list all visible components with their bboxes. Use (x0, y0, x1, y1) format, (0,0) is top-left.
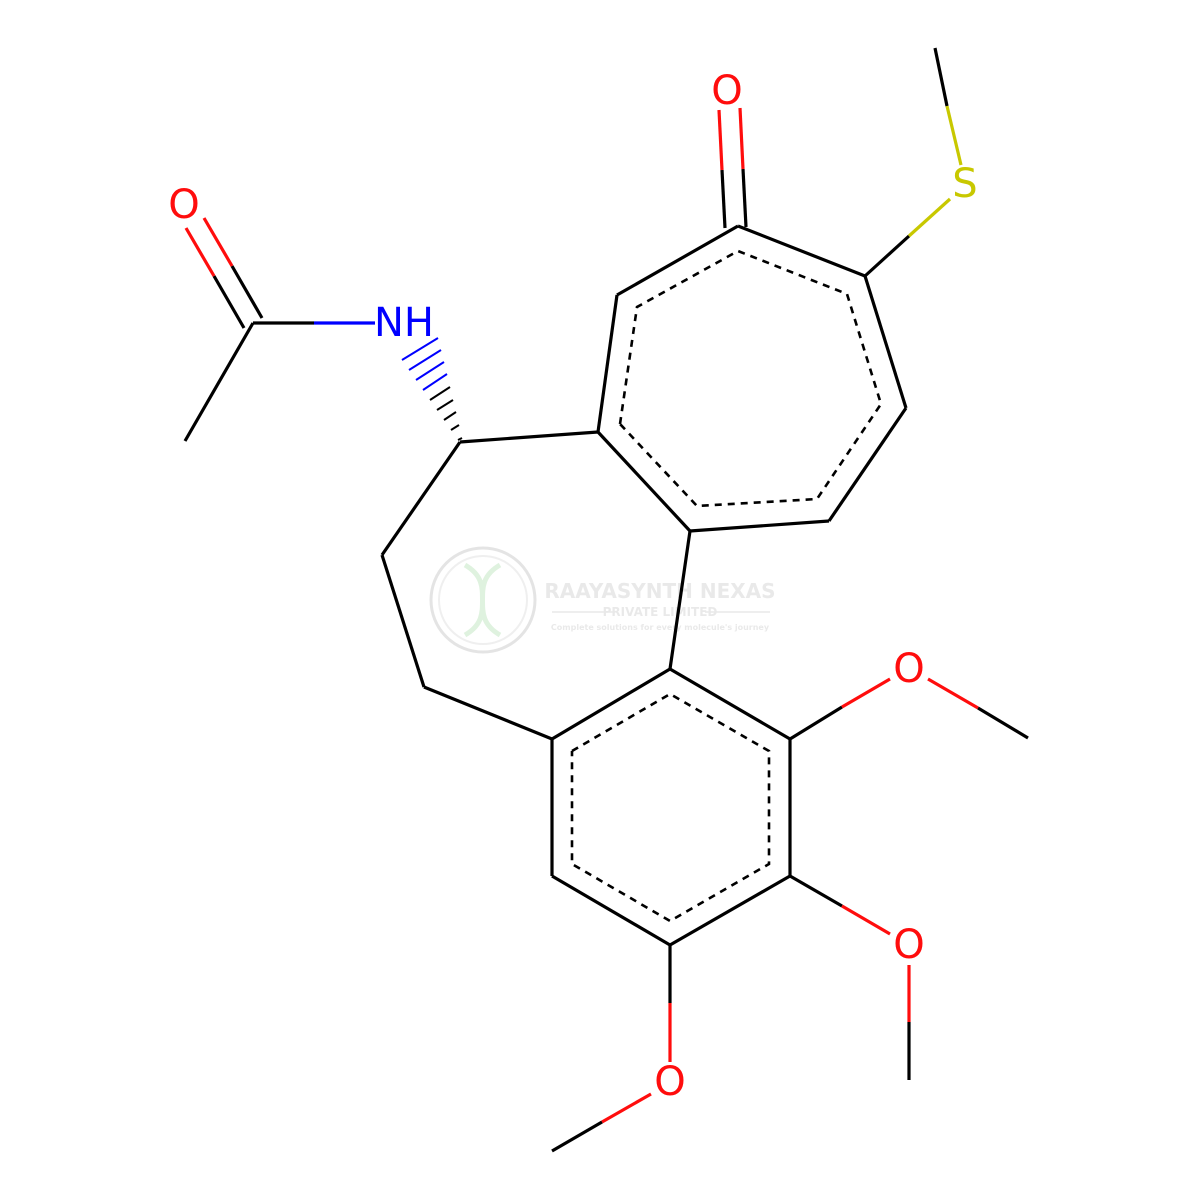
watermark-company: RAAYASYNTH NEXAS (544, 579, 775, 603)
bond-c-o-amide-b (230, 265, 264, 319)
bond-o1-ch3 (977, 706, 1029, 740)
atom-s-methylthio: S (952, 161, 977, 207)
bond-c15-c16 (551, 874, 671, 947)
bond-c1-c2 (596, 294, 619, 433)
bond-c9-c10 (380, 554, 426, 688)
watermark-logo-icon (429, 546, 537, 654)
bond-c4-s-yellow (907, 197, 952, 238)
bond-c13-o1-red (841, 677, 891, 709)
bond-c14-o2-red (841, 904, 891, 936)
dna-helix-icon (463, 562, 502, 638)
atom-nh-amide: NH (374, 300, 434, 346)
atom-o-methoxy-1: O (893, 646, 924, 692)
bond-s-ch3 (933, 47, 949, 107)
bond-c3-o-carbonyl-a-red (717, 109, 724, 171)
bond-c2-c3 (616, 224, 739, 297)
atom-o-methoxy-3: O (654, 1059, 685, 1105)
bond-c7-c12 (668, 530, 692, 670)
bond-c4-c5 (863, 275, 908, 409)
bond-c6-c7 (689, 519, 830, 533)
bond-c3-c4 (737, 224, 866, 278)
bond-c10-c11 (423, 685, 553, 741)
watermark: RAAYASYNTH NEXAS PRIVATE LIMITED Complet… (429, 546, 776, 654)
bond-c5-c6 (827, 407, 908, 522)
bond-o3-ch3 (551, 1120, 603, 1153)
bond-c3-o-carbonyl-a (720, 169, 727, 229)
bond-c3-o-carbonyl-b (741, 168, 748, 228)
bond-c1-c8 (459, 430, 599, 444)
stereo-hash-bond (429, 386, 463, 441)
bond-c8-c9 (380, 441, 462, 556)
bond-o3-ch3-red (601, 1092, 652, 1124)
atom-labels: O S O NH O O O (168, 68, 977, 1105)
bond-c3-o-carbonyl-b-red (738, 107, 745, 170)
bond-c13-o1 (789, 705, 843, 741)
watermark-subtitle: PRIVATE LIMITED (603, 605, 718, 619)
bond-s-ch3-yellow (945, 105, 963, 166)
atom-o-methoxy-2: O (893, 922, 924, 968)
bond-c7-c1 (596, 430, 692, 533)
bonds (183, 47, 1029, 1153)
atom-o-amide: O (168, 182, 199, 228)
atom-o-carbonyl: O (711, 68, 742, 114)
bond-c11-c12 (551, 667, 671, 741)
watermark-tagline: Complete solutions for every molecule's … (551, 623, 770, 632)
bond-c12-c13 (669, 667, 791, 741)
aromatic-ring-benzene (570, 692, 771, 923)
bond-c14-c15 (669, 874, 791, 947)
bond-c4-s (863, 234, 911, 278)
bond-c-o-amide-a-red (184, 227, 216, 277)
bond-c-o-amide-a (212, 275, 246, 329)
bond-c14-o2 (789, 874, 843, 908)
stereo-hash-bond-blue (401, 337, 448, 391)
bond-c-ch3-acetyl (183, 322, 255, 442)
bond-o1-ch3-red (927, 677, 979, 710)
aromatic-ring-tropolone (618, 249, 883, 508)
bond-c-o-amide-b-red (202, 217, 234, 267)
